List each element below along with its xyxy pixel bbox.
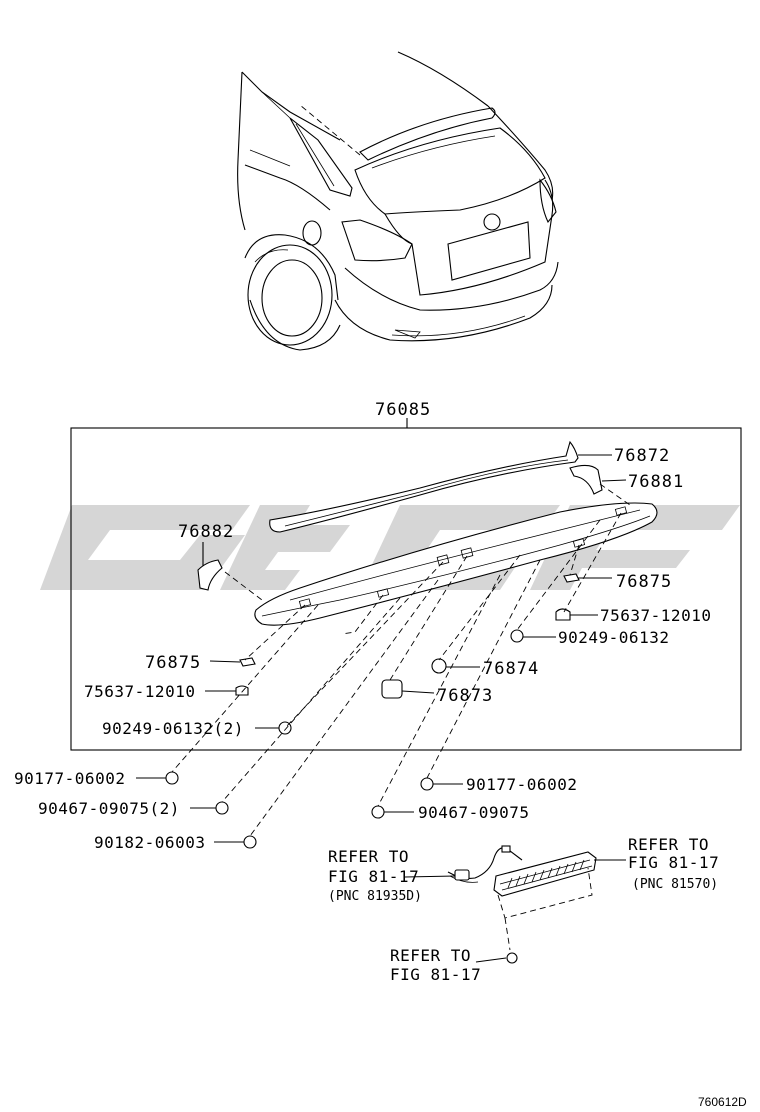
refer-right-line1: REFER TO xyxy=(628,835,709,854)
bolt-90177-left xyxy=(165,771,179,785)
end-cap-left xyxy=(197,559,223,591)
clip-76875-left xyxy=(239,657,256,667)
clip-75637-right xyxy=(555,608,571,621)
refer-bottom-line1: REFER TO xyxy=(390,946,471,965)
nut-90467-left xyxy=(215,801,229,815)
vehicle-rear-illustration xyxy=(237,51,559,351)
refer-left-line3: (PNC 81935D) xyxy=(328,889,422,904)
figure-code: 760612D xyxy=(698,1095,747,1109)
nut-90182 xyxy=(243,835,257,849)
label-76875-right: 76875 xyxy=(616,572,672,592)
pad-76873 xyxy=(381,679,403,699)
label-90249-left: 90249-06132(2) xyxy=(102,719,244,738)
refer-left-line1: REFER TO xyxy=(328,847,409,866)
refer-left-line2: FIG 81-17 xyxy=(328,867,419,886)
stop-lamp-assembly xyxy=(404,845,626,964)
end-cap-right xyxy=(569,464,603,495)
refer-bottom-line2: FIG 81-17 xyxy=(390,965,481,984)
nut-90249-right xyxy=(510,629,524,643)
moulding-strip xyxy=(269,440,579,533)
refer-right-line3: (PNC 81570) xyxy=(632,877,718,892)
refer-notes: REFER TO FIG 81-17 (PNC 81935D) REFER TO… xyxy=(328,835,719,984)
callout-leaders xyxy=(136,454,627,843)
lamp-screw xyxy=(506,952,518,964)
clip-76875-right xyxy=(563,573,580,583)
label-90467-right: 90467-09075 xyxy=(418,803,529,822)
spoiler-body xyxy=(254,502,658,626)
label-76872: 76872 xyxy=(614,446,670,466)
harness-connector xyxy=(454,869,470,881)
callout-labels: 76872 76881 76882 76875 75637-12010 9024… xyxy=(14,446,711,852)
label-76873: 76873 xyxy=(437,686,493,706)
label-90182: 90182-06003 xyxy=(94,833,205,852)
label-75637-left: 75637-12010 xyxy=(84,682,195,701)
assembly-dashed-lines xyxy=(171,483,631,837)
label-90249-right: 90249-06132 xyxy=(558,628,669,647)
label-76874: 76874 xyxy=(483,659,539,679)
label-75637-right: 75637-12010 xyxy=(600,606,711,625)
assembly-number: 76085 xyxy=(375,400,431,420)
clip-75637-left xyxy=(235,685,249,696)
label-90177-right: 90177-06002 xyxy=(466,775,577,794)
label-76875-left: 76875 xyxy=(145,653,201,673)
cushion-76874 xyxy=(431,658,447,674)
stop-lamp xyxy=(493,851,597,897)
assembly-frame: 76085 xyxy=(70,400,742,751)
spoiler-assembly-parts xyxy=(165,440,658,849)
nut-90467-right xyxy=(371,805,385,819)
bolt-90177-right xyxy=(420,777,434,791)
label-90467-left: 90467-09075(2) xyxy=(38,799,180,818)
label-76882: 76882 xyxy=(178,522,234,542)
label-90177-left: 90177-06002 xyxy=(14,769,125,788)
harness-clip xyxy=(501,845,511,853)
label-76881: 76881 xyxy=(628,472,684,492)
refer-right-line2: FIG 81-17 xyxy=(628,853,719,872)
